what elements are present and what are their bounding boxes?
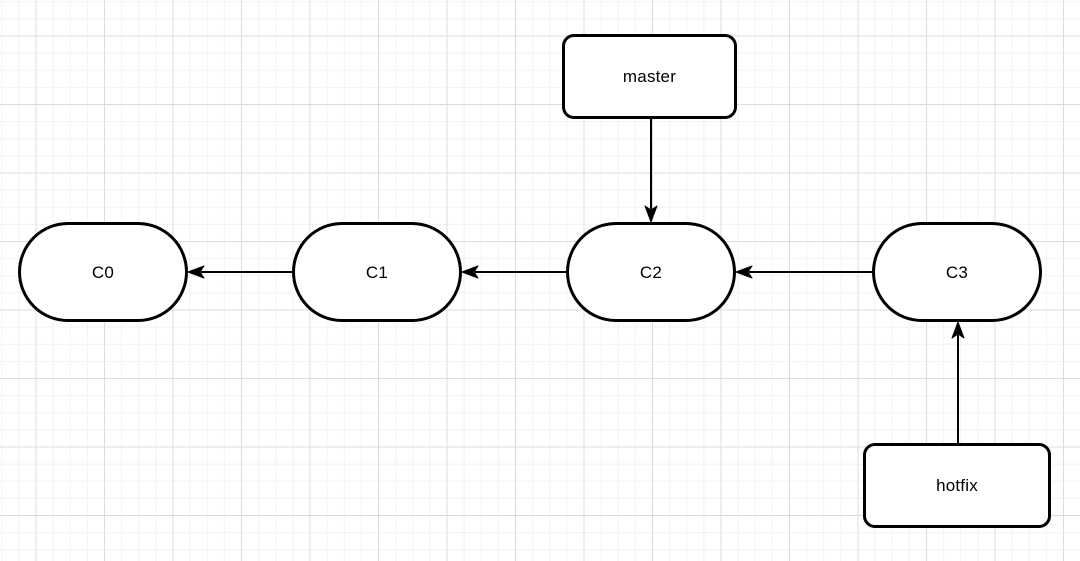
commit-label-c1: C1 bbox=[365, 262, 389, 282]
edge-hotfix-to-c3[interactable] bbox=[951, 321, 965, 443]
edge-c3-to-c2[interactable] bbox=[735, 265, 872, 279]
branch-node-hotfix[interactable]: hotfix bbox=[863, 443, 1051, 528]
branch-label-hotfix: hotfix bbox=[936, 476, 978, 495]
branch-label-master: master bbox=[622, 67, 677, 86]
commit-node-c1[interactable]: C1 bbox=[292, 222, 462, 322]
commit-node-c0[interactable]: C0 bbox=[18, 222, 188, 322]
commit-node-c3[interactable]: C3 bbox=[872, 222, 1042, 322]
branch-node-master[interactable]: master bbox=[562, 34, 737, 119]
edge-c2-to-c1[interactable] bbox=[461, 265, 566, 279]
commit-label-c0: C0 bbox=[91, 262, 115, 282]
edge-master-to-c2[interactable] bbox=[644, 119, 658, 223]
commit-label-c3: C3 bbox=[945, 262, 969, 282]
commit-node-c2[interactable]: C2 bbox=[566, 222, 736, 322]
edge-c1-to-c0[interactable] bbox=[187, 265, 292, 279]
commit-label-c2: C2 bbox=[639, 262, 663, 282]
